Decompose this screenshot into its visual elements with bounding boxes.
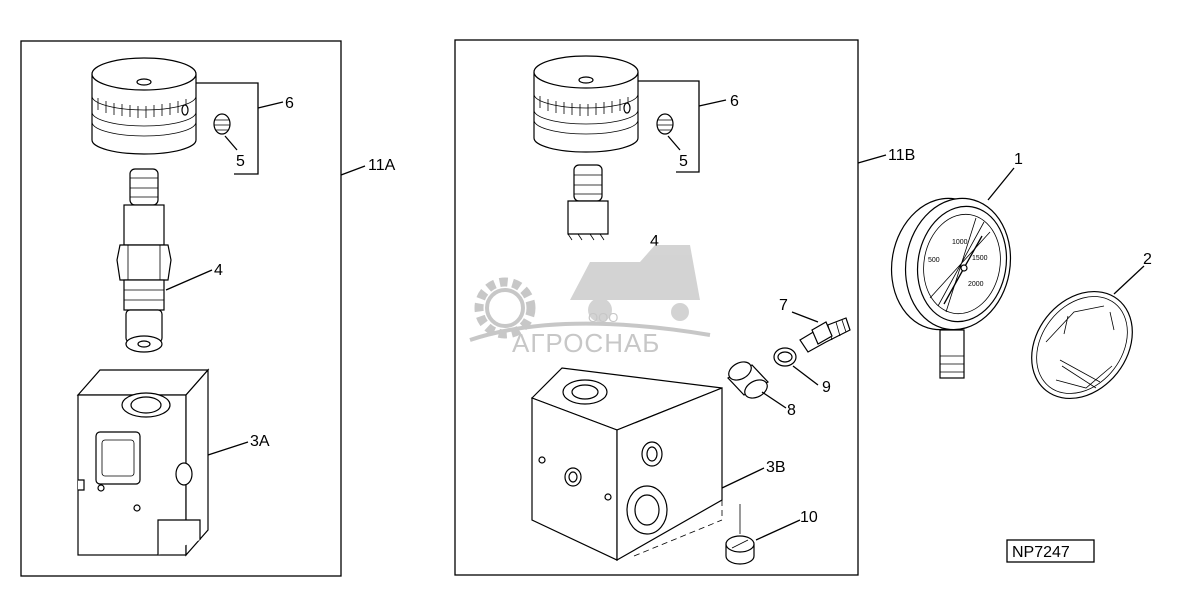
assembly-11a-frame xyxy=(20,40,342,577)
bracket-6-left xyxy=(196,82,259,175)
pressure-gauge: 500 1000 1500 2000 xyxy=(890,197,1012,379)
gear-icon xyxy=(474,277,536,339)
callout-8: 8 xyxy=(787,402,796,419)
knurled-cap-left xyxy=(91,57,197,155)
figure-id-box: NP7247 xyxy=(1006,539,1095,563)
callout-10: 10 xyxy=(800,509,818,526)
callout-9: 9 xyxy=(822,379,831,396)
relief-valve-cartridge xyxy=(116,168,172,353)
callout-11b: 11B xyxy=(888,147,915,164)
relief-valve-cartridge-right xyxy=(567,164,609,241)
watermark: ООО АГРОСНАБ xyxy=(469,245,711,358)
gauge-scale-2000: 2000 xyxy=(968,281,984,288)
gauge-scale-1500: 1500 xyxy=(972,255,988,262)
callout-7: 7 xyxy=(779,297,788,314)
callout-11a: 11A xyxy=(368,157,396,174)
callout-2: 2 xyxy=(1143,251,1152,268)
watermark-prefix: ООО xyxy=(588,310,618,325)
callout-4-right: 4 xyxy=(650,233,659,250)
bracket-6-right xyxy=(638,80,700,173)
callout-3b: 3B xyxy=(766,459,786,476)
assembly-11b-frame xyxy=(454,39,859,576)
hose-fitting xyxy=(799,317,851,353)
plug xyxy=(725,535,755,565)
gauge-lens xyxy=(1031,290,1133,400)
knurled-cap-right xyxy=(533,55,639,153)
valve-block-3a xyxy=(76,368,210,557)
spacer-sleeve xyxy=(727,361,769,399)
set-screw-left xyxy=(213,113,231,135)
gauge-scale-1000: 1000 xyxy=(952,239,968,246)
valve-block-3b xyxy=(530,367,723,562)
callout-6-right: 6 xyxy=(730,93,739,110)
callout-4-left: 4 xyxy=(214,262,223,279)
combine-harvester-icon xyxy=(570,245,700,322)
figure-id: NP7247 xyxy=(1012,544,1070,561)
callout-1: 1 xyxy=(1014,151,1023,168)
o-ring xyxy=(773,347,797,367)
callout-5-right: 5 xyxy=(679,153,688,170)
gauge-scale-500: 500 xyxy=(928,257,940,264)
callout-5-left: 5 xyxy=(236,153,245,170)
set-screw-right xyxy=(656,113,674,135)
watermark-company: АГРОСНАБ xyxy=(512,328,660,358)
callout-3a: 3A xyxy=(250,433,270,450)
callout-6-left: 6 xyxy=(285,95,294,112)
